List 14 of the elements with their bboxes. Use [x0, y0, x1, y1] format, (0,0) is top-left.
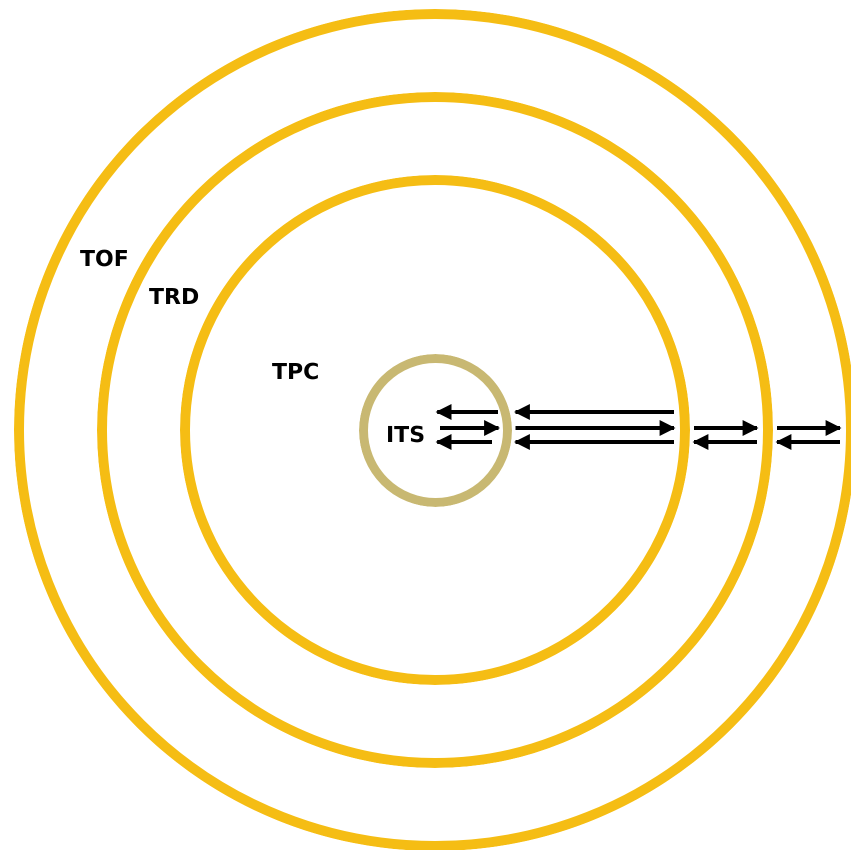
- arrow: [775, 434, 840, 450]
- detector-label: TOF: [80, 249, 129, 271]
- arrow: [514, 404, 674, 420]
- arrow: [514, 434, 674, 450]
- detector-label: TPC: [272, 362, 320, 384]
- detector-label: TRD: [149, 287, 200, 309]
- arrow: [694, 420, 759, 436]
- arrow: [777, 420, 842, 436]
- arrow: [440, 420, 500, 436]
- arrow: [516, 420, 676, 436]
- detector-label: ITS: [386, 425, 426, 447]
- arrow: [436, 404, 498, 420]
- arrow: [692, 434, 757, 450]
- arrow: [436, 434, 492, 450]
